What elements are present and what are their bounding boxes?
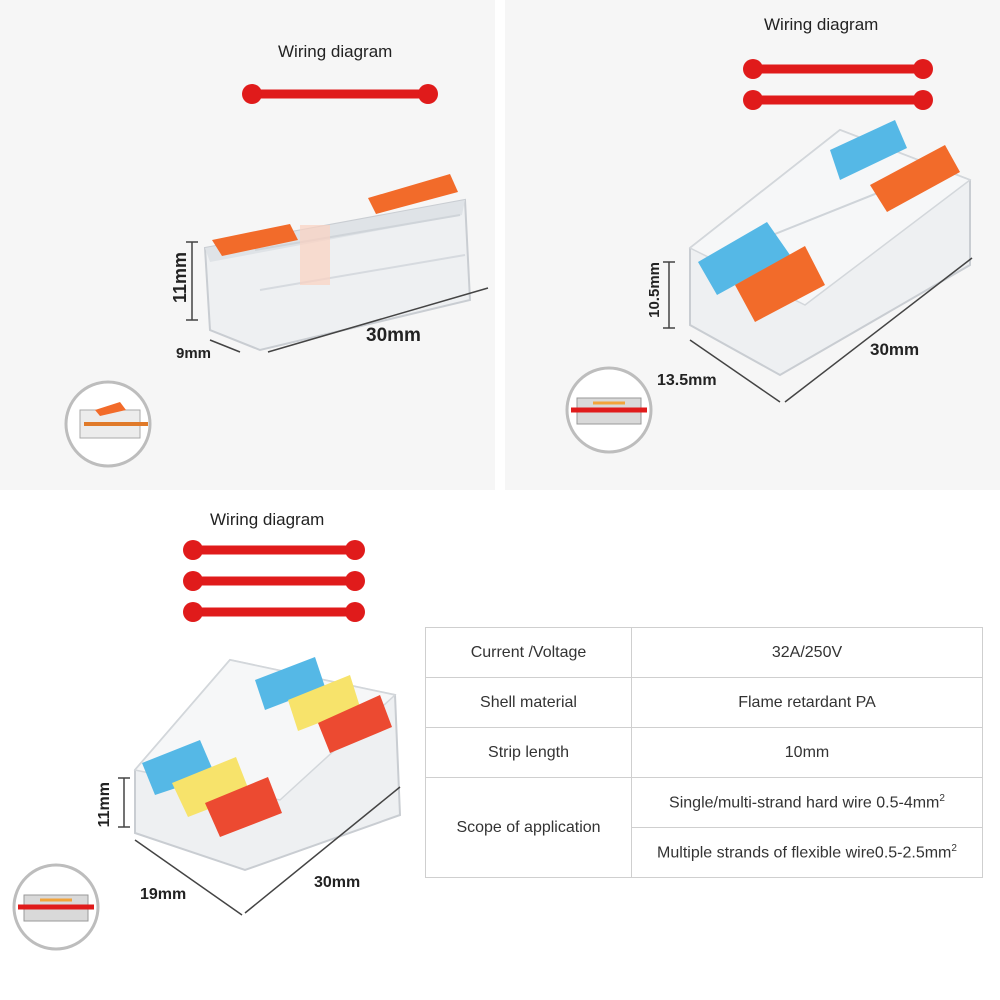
- spec-label: Strip length: [425, 727, 632, 778]
- length-dimension: 30mm: [870, 340, 920, 359]
- length-dimension: 30mm: [366, 325, 421, 346]
- dimension-lines: [118, 777, 401, 916]
- width-dimension: 13.5mm: [657, 372, 717, 389]
- red-lever-back: [318, 695, 392, 753]
- orange-lever-front: [735, 246, 825, 322]
- blue-lever-back: [255, 657, 325, 710]
- spec-value: Single/multi-strand hard wire 0.5-4mm2: [631, 777, 983, 828]
- zoom-inset: [64, 380, 152, 468]
- blue-lever-front: [142, 740, 215, 795]
- wiring-diagram-label: Wiring diagram: [210, 510, 325, 529]
- spec-value: Flame retardant PA: [631, 677, 983, 728]
- table-row: Current /Voltage 32A/250V: [425, 627, 983, 678]
- table-row: Strip length 10mm: [425, 727, 983, 778]
- scope-text: Multiple strands of flexible wire0.5-2.5…: [657, 844, 952, 862]
- wire-lines: [743, 59, 933, 110]
- product-panel-1: Wiring diagram: [0, 0, 495, 490]
- yellow-lever-back: [288, 675, 360, 731]
- orange-lever-left: [212, 224, 298, 256]
- superscript: 2: [951, 842, 957, 854]
- zoom-inset: [12, 863, 100, 951]
- blue-lever-front: [698, 222, 790, 295]
- table-row: Shell material Flame retardant PA: [425, 677, 983, 728]
- red-lever-front: [205, 777, 282, 837]
- connector-3-illustration: [12, 540, 402, 951]
- connector-1-illustration: [64, 84, 489, 468]
- wire-line: [242, 84, 438, 104]
- orange-lever-back: [870, 145, 960, 212]
- zoom-inset: [565, 366, 653, 454]
- width-dimension: 9mm: [176, 345, 212, 362]
- spec-label: Current /Voltage: [425, 627, 632, 678]
- table-row: Scope of application Single/multi-strand…: [425, 777, 983, 878]
- product-panel-2: Wiring diagram 10.5mm 13.: [505, 0, 1000, 490]
- table-row: Multiple strands of flexible wire0.5-2.5…: [426, 827, 983, 878]
- blue-lever-back: [830, 120, 907, 180]
- wiring-diagram-label: Wiring diagram: [764, 15, 879, 34]
- wiring-diagram-label: Wiring diagram: [278, 42, 393, 61]
- wire-lines: [183, 540, 365, 622]
- dimension-lines: [186, 241, 489, 353]
- orange-lever-right: [368, 174, 458, 214]
- width-dimension: 19mm: [140, 886, 187, 903]
- superscript: 2: [939, 792, 945, 804]
- spec-table: Current /Voltage 32A/250V Shell material…: [425, 627, 983, 878]
- spec-value: 32A/250V: [631, 627, 983, 678]
- spec-label: Scope of application: [425, 777, 632, 878]
- yellow-lever-front: [172, 757, 250, 817]
- height-dimension: 10.5mm: [646, 262, 663, 318]
- spec-value: Multiple strands of flexible wire0.5-2.5…: [631, 827, 983, 878]
- length-dimension: 30mm: [314, 874, 361, 891]
- scope-text: Single/multi-strand hard wire 0.5-4mm: [669, 794, 940, 812]
- height-dimension: 11mm: [96, 782, 113, 828]
- product-panel-3: Wiring diagram: [0, 495, 420, 1000]
- spec-label: Shell material: [425, 677, 632, 728]
- connector-2-illustration: [565, 59, 973, 454]
- connector-body: [203, 198, 472, 352]
- spec-value: 10mm: [631, 727, 983, 778]
- dimension-lines: [663, 257, 973, 403]
- height-dimension: 11mm: [170, 252, 190, 304]
